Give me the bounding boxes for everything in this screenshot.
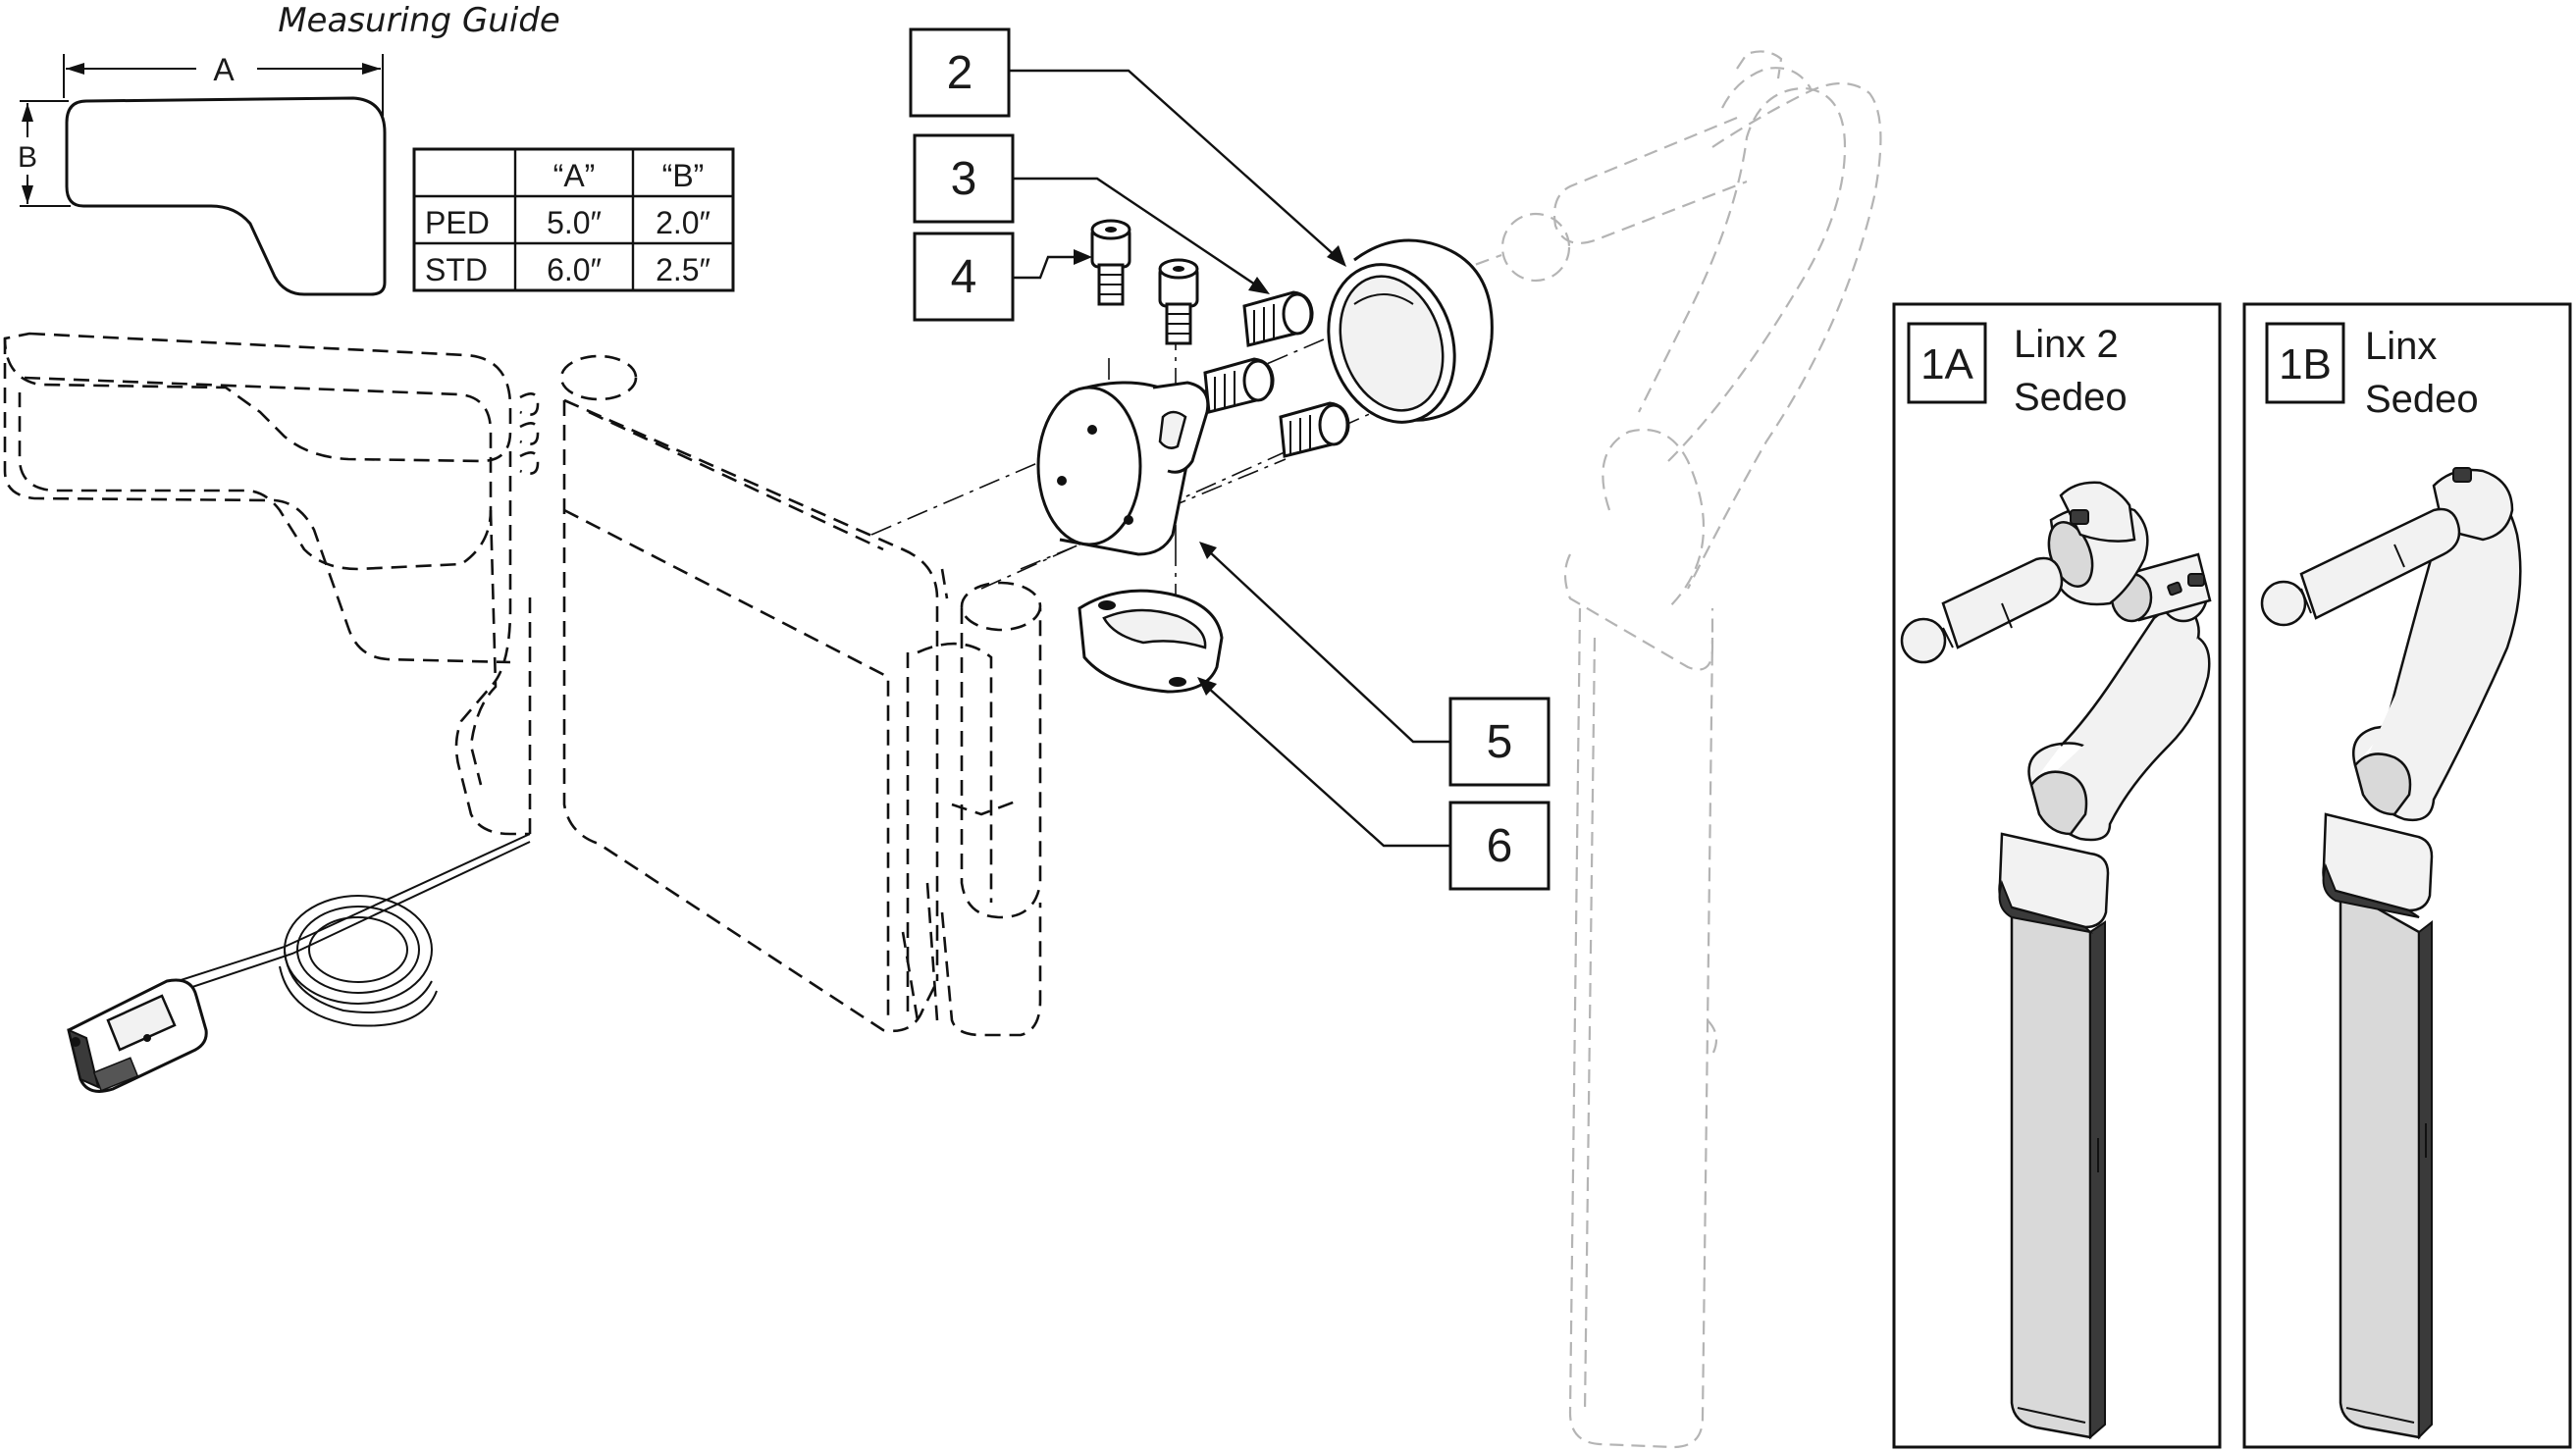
table-header-b: “B” — [662, 158, 705, 193]
table-header-a: “A” — [553, 158, 596, 193]
callout-3-box — [913, 133, 1015, 224]
variant-panel-1b: 1B Linx Sedeo — [2242, 302, 2572, 1449]
set-screw — [1279, 401, 1350, 458]
table-cell: 2.5″ — [656, 252, 710, 287]
dimension-b-label: B — [18, 141, 37, 174]
table-cell: 6.0″ — [547, 252, 602, 287]
table-row-label: STD — [425, 252, 488, 287]
joystick-cable — [146, 833, 531, 1027]
callout-6-label: 6 — [1487, 820, 1513, 872]
cup-ring-part — [1327, 238, 1494, 424]
variant-1b-id-box — [2265, 322, 2345, 404]
armrest-pad-with-joystick — [3, 332, 1042, 1037]
variant-1b-line2: Sedeo — [2365, 378, 2479, 421]
callout-2-label: 2 — [947, 47, 973, 99]
variant-panel-1a: 1A Linx 2 Sedeo — [1892, 302, 2222, 1449]
dimension-a-label: A — [213, 52, 235, 87]
callout-3-label: 3 — [951, 153, 977, 205]
variant-1a-id-box — [1907, 322, 1987, 404]
callout-5-label: 5 — [1487, 716, 1513, 768]
clamp-housing — [1036, 381, 1210, 556]
measuring-guide-title: Measuring Guide — [278, 1, 560, 40]
callout-2-box — [909, 27, 1011, 118]
variant-1b-line1: Linx — [2365, 325, 2437, 368]
variant-1a-line1: Linx 2 — [2014, 323, 2119, 366]
table-cell: 2.0″ — [656, 205, 710, 240]
set-screw — [1242, 290, 1314, 347]
armpad-profile-shape — [65, 96, 387, 296]
variant-1b-id: 1B — [2279, 340, 2332, 389]
table-row-label: PED — [425, 205, 490, 240]
cap-screw — [1158, 258, 1199, 345]
variant-1a-line2: Sedeo — [2014, 376, 2128, 419]
variant-1a-id: 1A — [1920, 340, 1973, 389]
cap-screw — [1090, 219, 1131, 306]
db9-connector — [67, 978, 208, 1093]
table-cell: 5.0″ — [547, 205, 602, 240]
half-clamp-part — [1078, 589, 1224, 694]
measuring-guide: Measuring Guide A B “A” “B” PED 5.0″ — [18, 1, 735, 296]
callout-4-label: 4 — [951, 251, 977, 303]
callouts: 2 3 4 5 6 — [909, 27, 1551, 891]
exploded-hardware — [870, 219, 1494, 694]
measuring-table: “A” “B” PED 5.0″ 2.0″ STD 6.0″ 2.5″ — [412, 147, 735, 292]
set-screw — [1203, 357, 1275, 414]
